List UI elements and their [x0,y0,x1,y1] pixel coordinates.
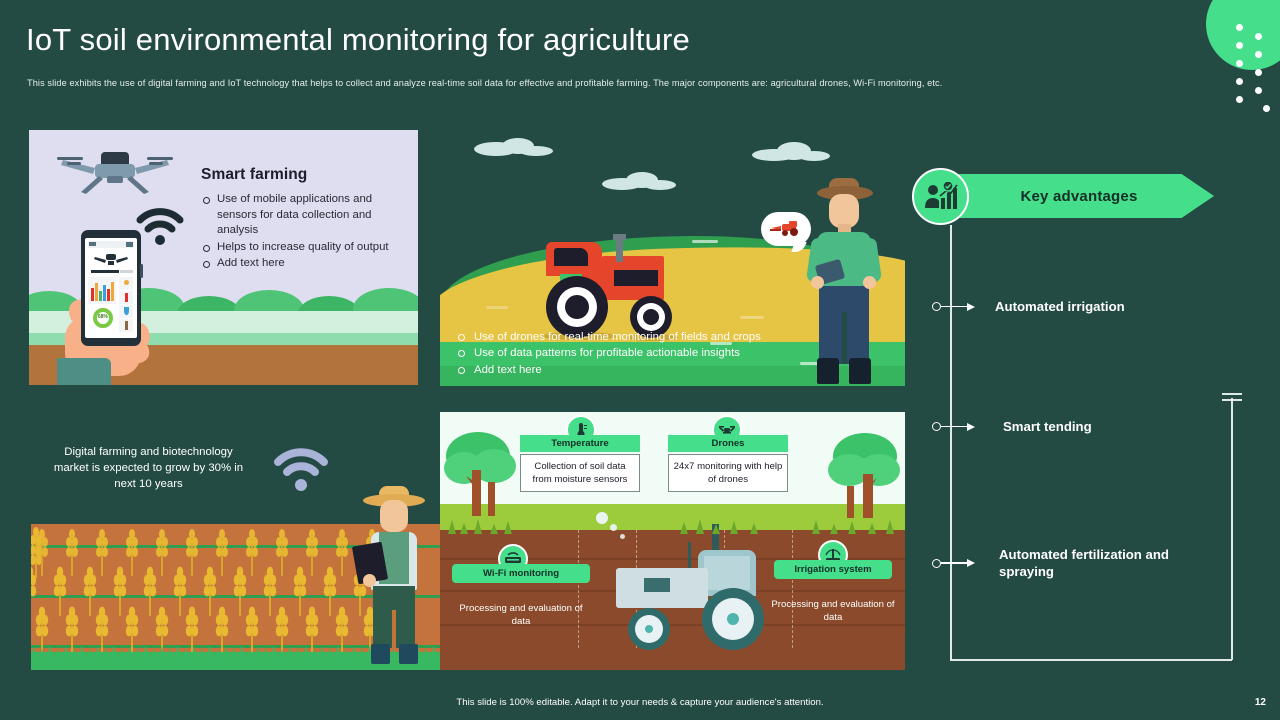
farmer-with-tablet-illustration [761,178,885,384]
cloud-icon [752,142,830,161]
mini-tractor-icon [770,221,798,236]
arrow-head-icon [967,422,975,431]
node-label-wifi: Wi-Fi monitoring [452,564,590,583]
advantage-item-2[interactable]: Smart tending [932,418,1092,435]
wheat-crop-illustration [31,527,378,654]
bullet-dot-icon [932,302,941,311]
smart-farming-text: Smart farming Use of mobile applications… [201,166,411,273]
page-number: 12 [1254,697,1266,708]
page-subtitle: This slide exhibits the use of digital f… [27,78,943,88]
tractor-illustration [536,234,704,341]
field-drone-panel: Use of drones for real-time monitoring o… [440,130,905,386]
grass-tufts [31,645,437,660]
tree-illustration [828,433,900,518]
list-item: Helps to increase quality of output [201,240,411,256]
page-title: IoT soil environmental monitoring for ag… [26,22,690,57]
decorative-circle [1206,0,1280,70]
smart-farming-heading: Smart farming [201,166,308,183]
node-caption-temperature: Collection of soil data from moisture se… [520,454,640,492]
arrow-head-icon [967,559,975,567]
cloud-icon [474,138,553,156]
smart-farming-bullet-list: Use of mobile applications and sensors f… [201,192,411,272]
advantage-label: Automated irrigation [995,299,1125,314]
advantage-item-3[interactable]: Automated fertilization and spraying [932,546,1179,580]
wifi-icon [274,448,328,491]
node-caption-drones: 24x7 monitoring with help of drones [668,454,788,492]
farmer-with-clipboard-illustration [351,486,427,666]
footer-note: This slide is 100% editable. Adapt it to… [456,697,824,708]
connector-line [941,425,967,428]
connector-line [941,305,967,308]
bullet-dot-icon [932,558,941,568]
list-item: Add text here [454,362,905,379]
list-item: Use of mobile applications and sensors f… [201,192,411,239]
arrow-head-icon [967,302,975,311]
advantage-item-1[interactable]: Automated irrigation [932,298,1125,315]
node-caption-irrigation: Processing and evaluation of data [771,599,895,623]
right-bracket-stem [1231,398,1233,660]
analytics-person-icon [912,168,969,225]
smart-farming-panel: 68% Smart farming Use of mobile applicat… [29,130,418,385]
market-growth-note: Digital farming and biotechnology market… [53,446,244,490]
node-label-temperature: Temperature [520,435,640,452]
right-bracket-cap [1222,393,1242,395]
key-advantages-title: Key advantages [1020,187,1138,205]
list-item: Use of data patterns for profitable acti… [454,345,905,362]
bullet-dot-icon [932,422,941,431]
wheat-field-panel: Digital farming and biotechnology market… [31,430,441,670]
list-item: Add text here [201,256,411,272]
node-caption-wifi: Processing and evaluation of data [459,603,583,627]
speech-bubble [761,212,811,246]
node-label-drones: Drones [668,435,788,452]
advantage-label: Smart tending [1003,419,1092,434]
advantage-label: Automated fertilization and spraying [999,547,1169,579]
diagram-tractor-illustration [616,524,766,652]
cloud-icon [602,172,676,190]
wifi-icon [136,208,184,245]
iot-diagram-panel: Temperature Collection of soil data from… [440,412,905,670]
connector-line [941,562,967,564]
timeline-spine [950,225,952,660]
drone-icon [57,152,173,194]
tree-illustration [444,432,516,516]
node-label-irrigation: Irrigation system [774,560,892,579]
key-advantages-banner: Key advantages [944,174,1214,218]
diagram-grass-band [440,504,905,532]
field-panel-bullets: Use of drones for real-time monitoring o… [440,321,905,387]
timeline-base-line [950,659,1232,661]
list-item: Use of drones for real-time monitoring o… [454,329,905,346]
foreground-green-band-2 [440,366,905,386]
diagram-grass-tufts [448,519,894,534]
